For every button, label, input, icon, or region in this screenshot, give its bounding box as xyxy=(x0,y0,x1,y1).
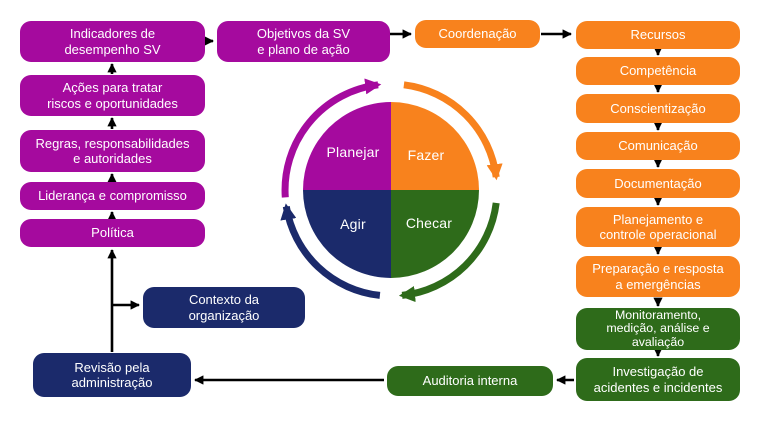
box-acoes-riscos-oportunidades: Ações para tratar riscos e oportunidades xyxy=(20,75,205,116)
pdca-quadrant-checar xyxy=(391,190,479,278)
connector-arrows xyxy=(107,29,663,385)
box-recursos: Recursos xyxy=(576,21,740,49)
box-comunicacao: Comunicação xyxy=(576,132,740,160)
box-competencia: Competência xyxy=(576,57,740,85)
box-preparacao-resposta-emergencias: Preparação e resposta a emergências xyxy=(576,256,740,297)
pdca-label-agir: Agir xyxy=(340,216,366,232)
box-monitoramento-medicao-analise: Monitoramento, medição, análise e avalia… xyxy=(576,308,740,350)
box-coordenacao: Coordenação xyxy=(415,20,540,48)
box-politica: Política xyxy=(20,219,205,247)
pdca-cycle xyxy=(280,78,503,303)
pdca-arc-arrow-checar xyxy=(398,202,500,303)
box-regras-responsabilidades: Regras, responsabilidades e autoridades xyxy=(20,130,205,172)
pdca-label-planejar: Planejar xyxy=(326,144,380,160)
box-documentacao: Documentação xyxy=(576,169,740,198)
box-investigacao-acidentes-incidentes: Investigação de acidentes e incidentes xyxy=(576,358,740,401)
box-planejamento-controle-operacional: Planejamento e controle operacional xyxy=(576,207,740,247)
box-lideranca-compromisso: Liderança e compromisso xyxy=(20,182,205,210)
box-contexto-organizacao: Contexto da organização xyxy=(143,287,305,328)
box-objetivos-sv-plano-acao: Objetivos da SV e plano de ação xyxy=(217,21,390,62)
pdca-quadrant-planejar xyxy=(303,102,391,190)
box-auditoria-interna: Auditoria interna xyxy=(387,366,553,396)
pdca-arc-arrow-agir xyxy=(280,203,381,299)
pdca-arc-arrow-planejar xyxy=(281,78,382,198)
pdca-quadrant-agir xyxy=(303,190,391,278)
box-conscientizacao: Conscientização xyxy=(576,94,740,123)
box-indicadores-desempenho-sv: Indicadores de desempenho SV xyxy=(20,21,205,62)
pdca-label-fazer: Fazer xyxy=(407,147,445,163)
pdca-label-checar: Checar xyxy=(405,215,453,231)
box-revisao-administracao: Revisão pela administração xyxy=(33,353,191,397)
pdca-arc-arrow-fazer xyxy=(403,81,503,181)
pdca-quadrant-fazer xyxy=(391,102,479,190)
